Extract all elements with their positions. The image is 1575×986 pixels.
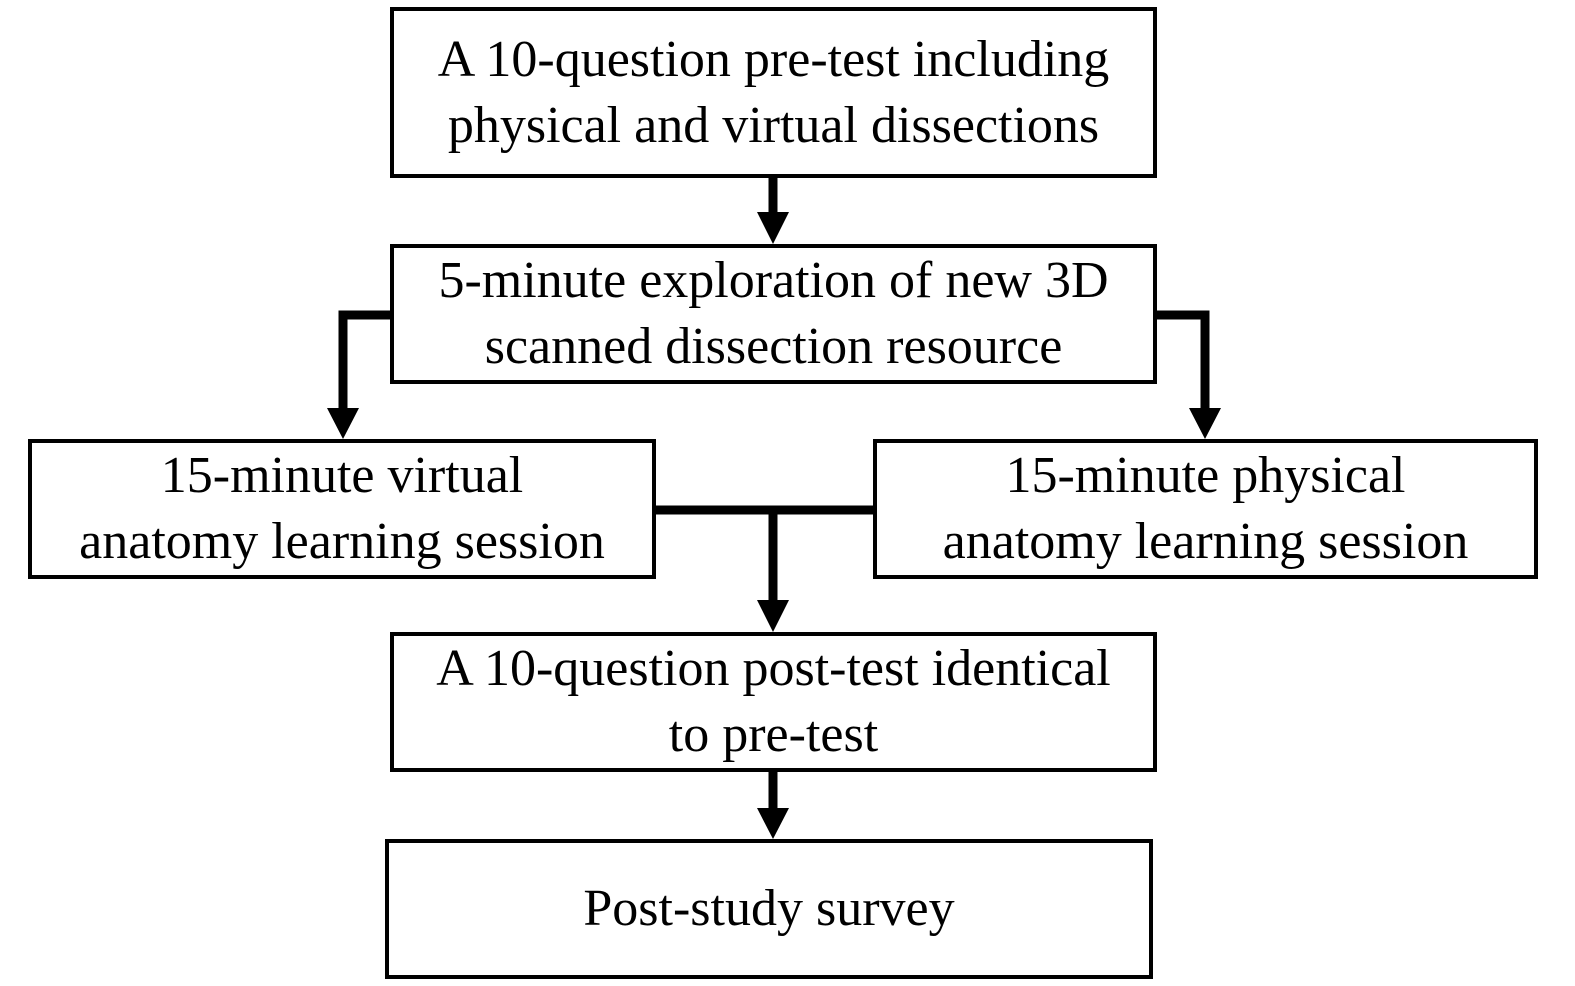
posttest-step-line-1: A 10-question post-test identical bbox=[436, 640, 1111, 697]
virtual-session-text: 15-minute virtual anatomy learning sessi… bbox=[79, 443, 605, 575]
physical-session-box: 15-minute physical anatomy learning sess… bbox=[873, 439, 1538, 579]
arrowhead-exploration bbox=[757, 212, 789, 244]
physical-session-line-1: 15-minute physical bbox=[1005, 447, 1406, 504]
virtual-session-box: 15-minute virtual anatomy learning sessi… bbox=[28, 439, 656, 579]
exploration-step-text: 5-minute exploration of new 3D scanned d… bbox=[438, 248, 1108, 380]
survey-step-text: Post-study survey bbox=[583, 876, 954, 942]
pretest-step-line-1: A 10-question pre-test including bbox=[437, 30, 1110, 88]
posttest-step-box: A 10-question post-test identical to pre… bbox=[390, 632, 1157, 772]
posttest-step-text: A 10-question post-test identical to pre… bbox=[436, 636, 1110, 768]
physical-session-line-2: anatomy learning session bbox=[942, 513, 1469, 570]
pretest-step-box: A 10-question pre-test including physica… bbox=[390, 7, 1157, 178]
exploration-step-line-1: 5-minute exploration of new 3D bbox=[438, 252, 1109, 309]
connector-exploration-to-virtual bbox=[338, 310, 390, 410]
arrowhead-physical bbox=[1189, 408, 1221, 439]
arrowhead-posttest bbox=[757, 600, 789, 632]
virtual-session-line-2: anatomy learning session bbox=[79, 513, 605, 570]
physical-session-text: 15-minute physical anatomy learning sess… bbox=[943, 443, 1469, 575]
exploration-step-box: 5-minute exploration of new 3D scanned d… bbox=[390, 244, 1157, 384]
connector-exploration-to-physical bbox=[1157, 310, 1210, 410]
pretest-step-text: A 10-question pre-test including physica… bbox=[438, 27, 1110, 159]
arrowhead-survey bbox=[757, 808, 789, 839]
survey-step-line-1: Post-study survey bbox=[583, 880, 955, 937]
posttest-step-line-2: to pre-test bbox=[668, 706, 879, 763]
survey-step-box: Post-study survey bbox=[385, 839, 1153, 979]
arrowhead-virtual bbox=[327, 408, 359, 439]
pretest-step-line-2: physical and virtual dissections bbox=[447, 96, 1100, 154]
virtual-session-line-1: 15-minute virtual bbox=[160, 447, 524, 504]
exploration-step-line-2: scanned dissection resource bbox=[484, 318, 1063, 375]
